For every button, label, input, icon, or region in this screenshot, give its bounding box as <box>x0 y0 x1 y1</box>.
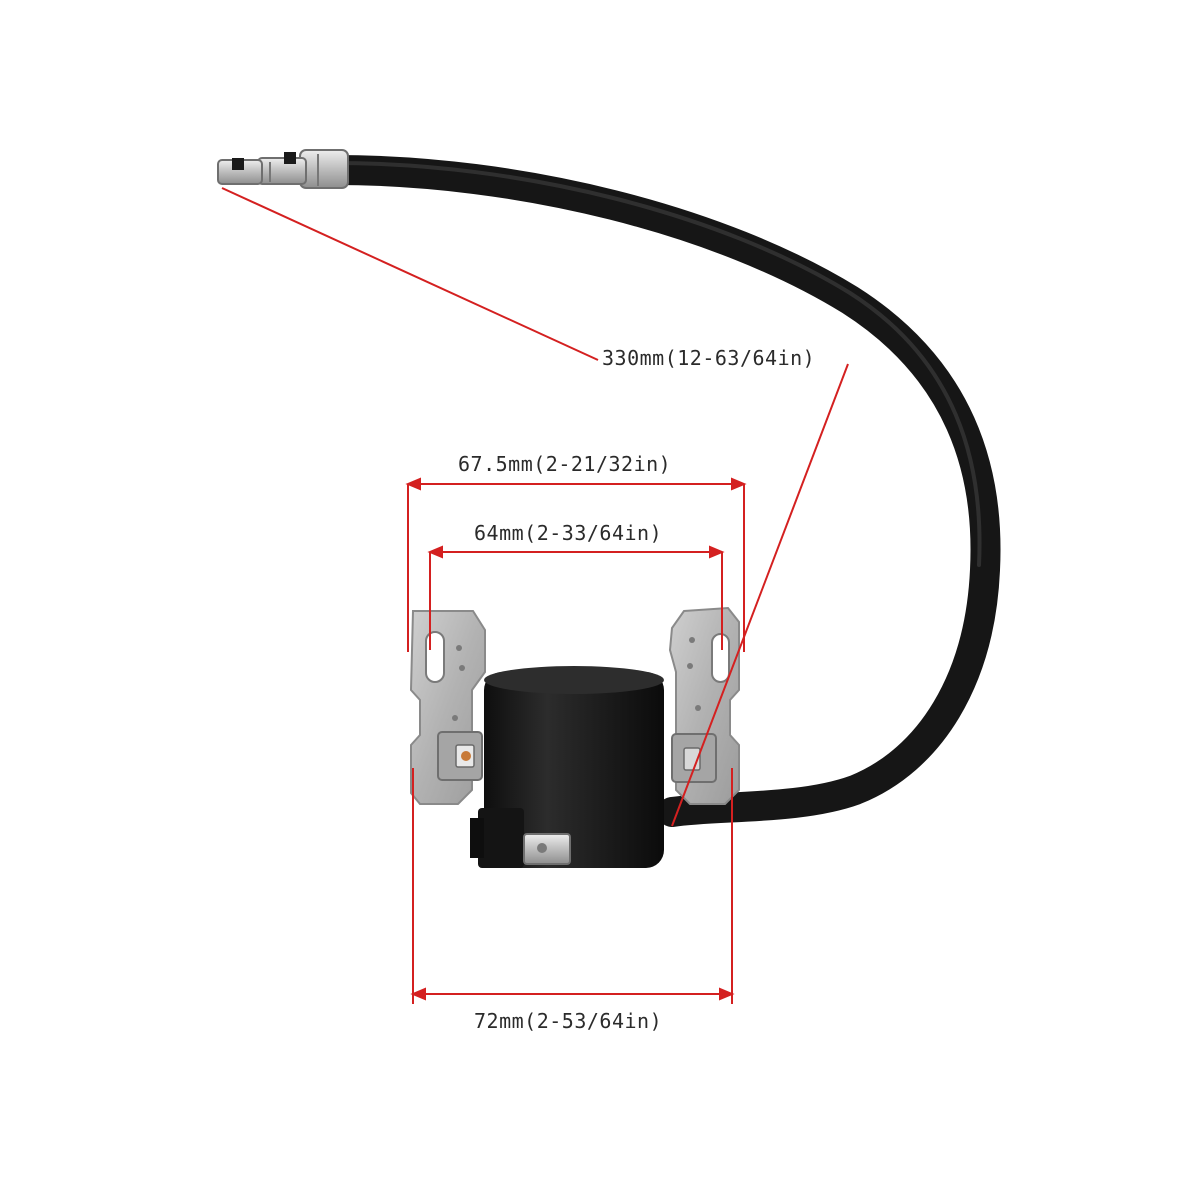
cable-length-leader-left <box>221 187 599 361</box>
outer-bracket-width-label: 67.5mm(2-21/32in) <box>458 452 672 476</box>
spade-terminal-icon <box>523 833 571 865</box>
cable-length-label: 330mm(12-63/64in) <box>602 346 816 370</box>
overall-width-label: 72mm(2-53/64in) <box>474 1009 663 1033</box>
spark-plug-terminal-icon <box>217 149 349 189</box>
ignition-cable <box>320 155 1001 827</box>
ignition-coil-body <box>470 666 664 868</box>
left-mounting-bracket <box>409 610 486 805</box>
cable-length-leader-right <box>671 363 849 827</box>
dimension-lines <box>221 187 849 1004</box>
right-mounting-bracket <box>668 606 740 805</box>
slot-spacing-label: 64mm(2-33/64in) <box>474 521 663 545</box>
